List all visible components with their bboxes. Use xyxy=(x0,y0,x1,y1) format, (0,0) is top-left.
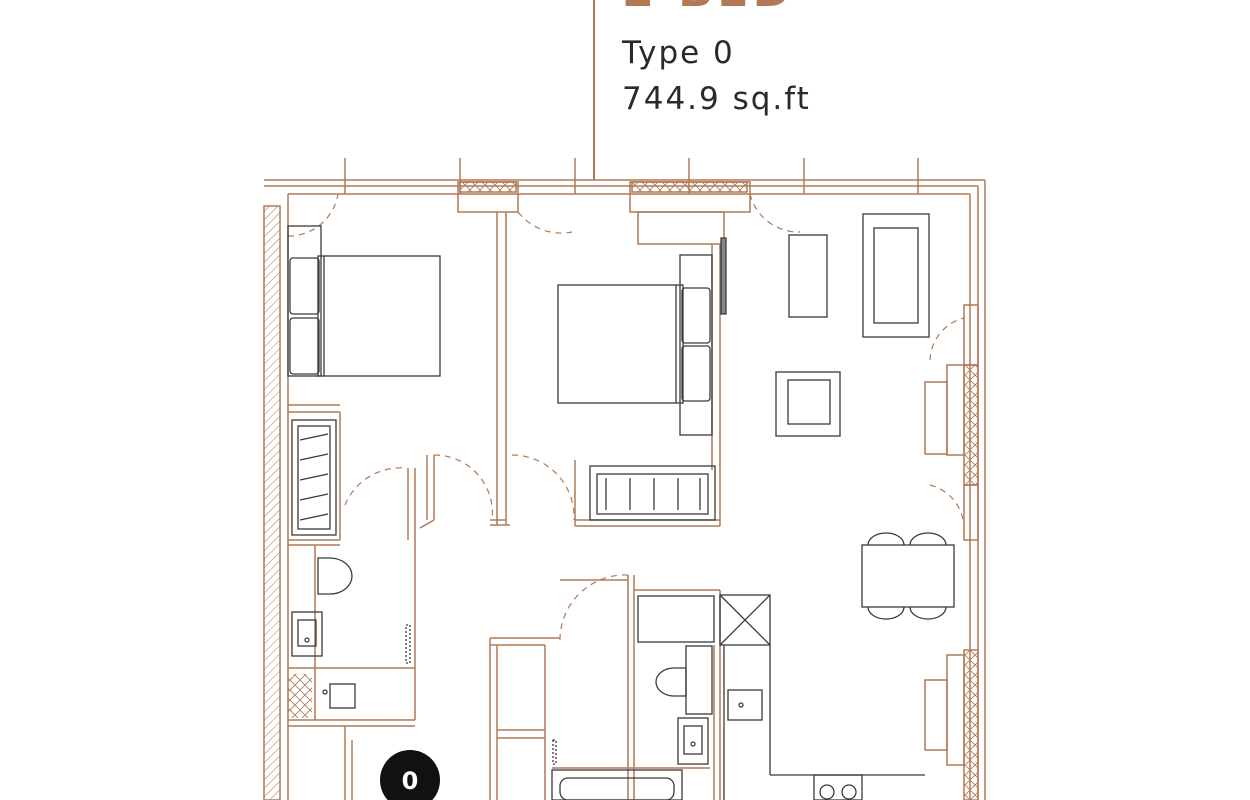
dining-table-icon xyxy=(861,532,955,620)
towel-rail xyxy=(552,739,557,765)
sink-icon xyxy=(677,717,709,765)
marker-label: 0 xyxy=(402,767,419,795)
unit-info: Type 0 744.9 sq.ft xyxy=(622,30,811,122)
sink-icon xyxy=(322,683,356,709)
wardrobe xyxy=(589,465,716,521)
sofa-icon xyxy=(862,213,930,338)
hob-icon xyxy=(813,774,863,800)
unit-type-label: Type 0 xyxy=(622,35,735,71)
door-swings xyxy=(287,193,965,641)
sink-icon xyxy=(727,689,763,721)
toilet-icon xyxy=(655,645,713,715)
marker-circle xyxy=(380,750,440,800)
unit-area-label: 744.9 sq.ft xyxy=(622,81,811,117)
wardrobe xyxy=(291,419,337,536)
unit-marker: 0 xyxy=(380,750,440,800)
sink-icon xyxy=(291,611,323,657)
cabinet xyxy=(637,595,715,643)
kitchen xyxy=(719,594,925,800)
bathtub-icon xyxy=(551,769,683,800)
tv-unit xyxy=(788,234,828,318)
bed-icon xyxy=(287,225,441,377)
armchair-icon xyxy=(775,371,841,437)
towel-rail xyxy=(405,624,411,664)
toilet-icon xyxy=(317,557,353,595)
furniture xyxy=(287,213,955,800)
unit-heading: 2 BED xyxy=(622,0,795,17)
bed-icon xyxy=(557,237,727,436)
walls xyxy=(263,158,986,800)
